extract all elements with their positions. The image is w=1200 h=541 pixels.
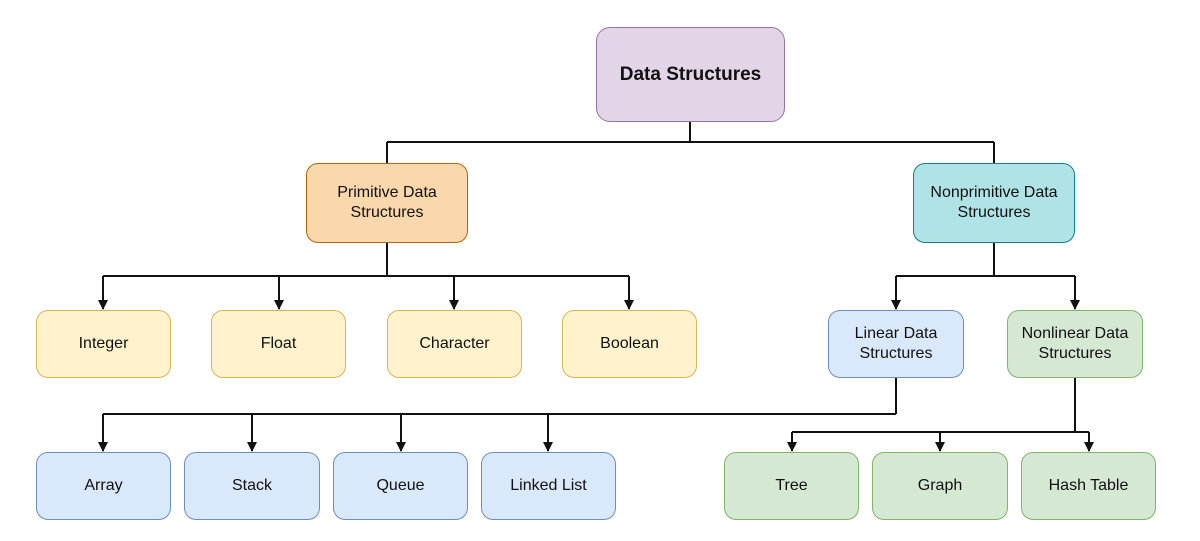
node-queue[interactable]: Queue (333, 452, 468, 520)
node-label: Float (260, 335, 297, 352)
node-nonprimitive-data-structures[interactable]: Nonprimitive Data Structures (913, 163, 1075, 243)
node-label: Character (419, 335, 490, 352)
node-integer[interactable]: Integer (36, 310, 171, 378)
node-label: Data Structures (619, 63, 762, 85)
node-primitive-data-structures[interactable]: Primitive Data Structures (306, 163, 468, 243)
node-data-structures[interactable]: Data Structures (596, 27, 785, 122)
node-array[interactable]: Array (36, 452, 171, 520)
node-label: Nonprimitive Data Structures (930, 184, 1058, 221)
node-label: Hash Table (1048, 477, 1129, 494)
node-label: Linear Data Structures (854, 325, 938, 362)
node-label: Primitive Data Structures (337, 184, 437, 221)
connector-primitive (103, 243, 629, 277)
node-hash-table[interactable]: Hash Table (1021, 452, 1156, 520)
node-linear-data-structures[interactable]: Linear Data Structures (828, 310, 964, 378)
node-nonlinear-data-structures[interactable]: Nonlinear Data Structures (1007, 310, 1143, 378)
node-boolean[interactable]: Boolean (562, 310, 697, 378)
node-label: Nonlinear Data Structures (1021, 325, 1129, 362)
node-label: Queue (376, 477, 425, 494)
node-linked-list[interactable]: Linked List (481, 452, 616, 520)
connector-nonprimitive (896, 243, 1075, 277)
connector-linear (103, 377, 897, 415)
connector-root (386, 122, 995, 163)
node-label: Integer (78, 335, 129, 352)
node-label: Stack (231, 477, 272, 494)
node-label: Tree (775, 477, 808, 494)
node-character[interactable]: Character (387, 310, 522, 378)
node-graph[interactable]: Graph (872, 452, 1008, 520)
node-label: Linked List (510, 477, 587, 494)
node-stack[interactable]: Stack (184, 452, 320, 520)
connector-nonlinear (792, 377, 1089, 433)
node-label: Graph (917, 477, 963, 494)
node-float[interactable]: Float (211, 310, 346, 378)
node-label: Boolean (600, 335, 659, 352)
node-tree[interactable]: Tree (724, 452, 859, 520)
node-label: Array (84, 477, 123, 494)
